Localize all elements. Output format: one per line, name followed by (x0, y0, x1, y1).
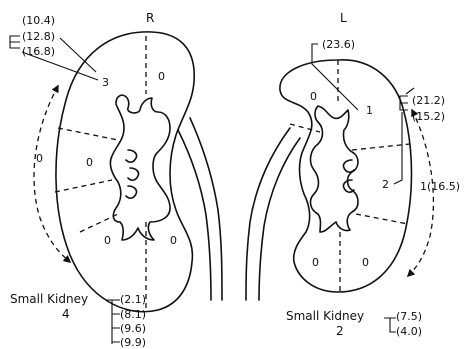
left-outer-arc-arrow (408, 110, 433, 276)
right-top-callout-1: (10.4) (22, 14, 55, 27)
right-small-kidney-value-3: (9.6) (120, 322, 146, 335)
right-small-kidney-title: Small Kidney (10, 292, 88, 306)
right-small-kidney-value-4: (9.9) (120, 336, 146, 349)
left-ureter (259, 138, 300, 300)
left-outer-arc-label: 1(16.5) (420, 180, 460, 193)
left-kidney-outline (280, 60, 412, 292)
left-top-callout: (23.6) (322, 38, 355, 51)
left-segment-border-right-lower (356, 214, 408, 224)
right-value-outer-arc: 0 (36, 152, 43, 165)
right-kidney-outline (56, 32, 194, 312)
right-top-callout-3: (16.8) (22, 45, 55, 58)
right-value-lower-medial: 0 (170, 234, 177, 247)
right-segment-border-lower (55, 180, 112, 192)
left-small-kidney-count: 2 (336, 324, 344, 338)
left-middle-number: 2 (382, 178, 389, 191)
right-value-middle: 0 (86, 156, 93, 169)
left-upper-value: 0 (310, 90, 317, 103)
right-small-kidney-value-1: (2.1) (120, 293, 146, 306)
right-side-label: R (146, 11, 154, 25)
left-upper-number: 1 (366, 104, 373, 117)
left-side-label: L (340, 11, 347, 25)
left-segment-border-right-upper (352, 144, 410, 150)
right-top-callout-2: (12.8) (22, 30, 55, 43)
right-segment-border-upper (58, 128, 118, 140)
left-small-kidney-value-1: (7.5) (396, 310, 422, 323)
left-kidney (246, 44, 433, 332)
right-value-lower-lateral: 0 (104, 234, 111, 247)
right-small-kidney-value-2: (8.1) (120, 308, 146, 321)
left-right-callout-1: (21.2) (412, 94, 445, 107)
right-renal-pelvis (110, 95, 170, 240)
left-segment-border-upper (290, 124, 320, 132)
right-small-kidney-count: 4 (62, 307, 70, 321)
left-lower-value-2: 0 (362, 256, 369, 269)
left-right-callout-2: (15.2) (412, 110, 445, 123)
left-small-kidney-title: Small Kidney (286, 309, 364, 323)
left-lower-value-1: 0 (312, 256, 319, 269)
right-pole-number: 3 (102, 76, 109, 89)
left-renal-pelvis (311, 106, 358, 232)
left-small-kidney-value-2: (4.0) (396, 325, 422, 338)
right-segment-border-mid-low (80, 214, 118, 232)
right-outer-arc-arrow (34, 86, 70, 262)
right-ureter (178, 130, 211, 300)
right-value-upper: 0 (158, 70, 165, 83)
